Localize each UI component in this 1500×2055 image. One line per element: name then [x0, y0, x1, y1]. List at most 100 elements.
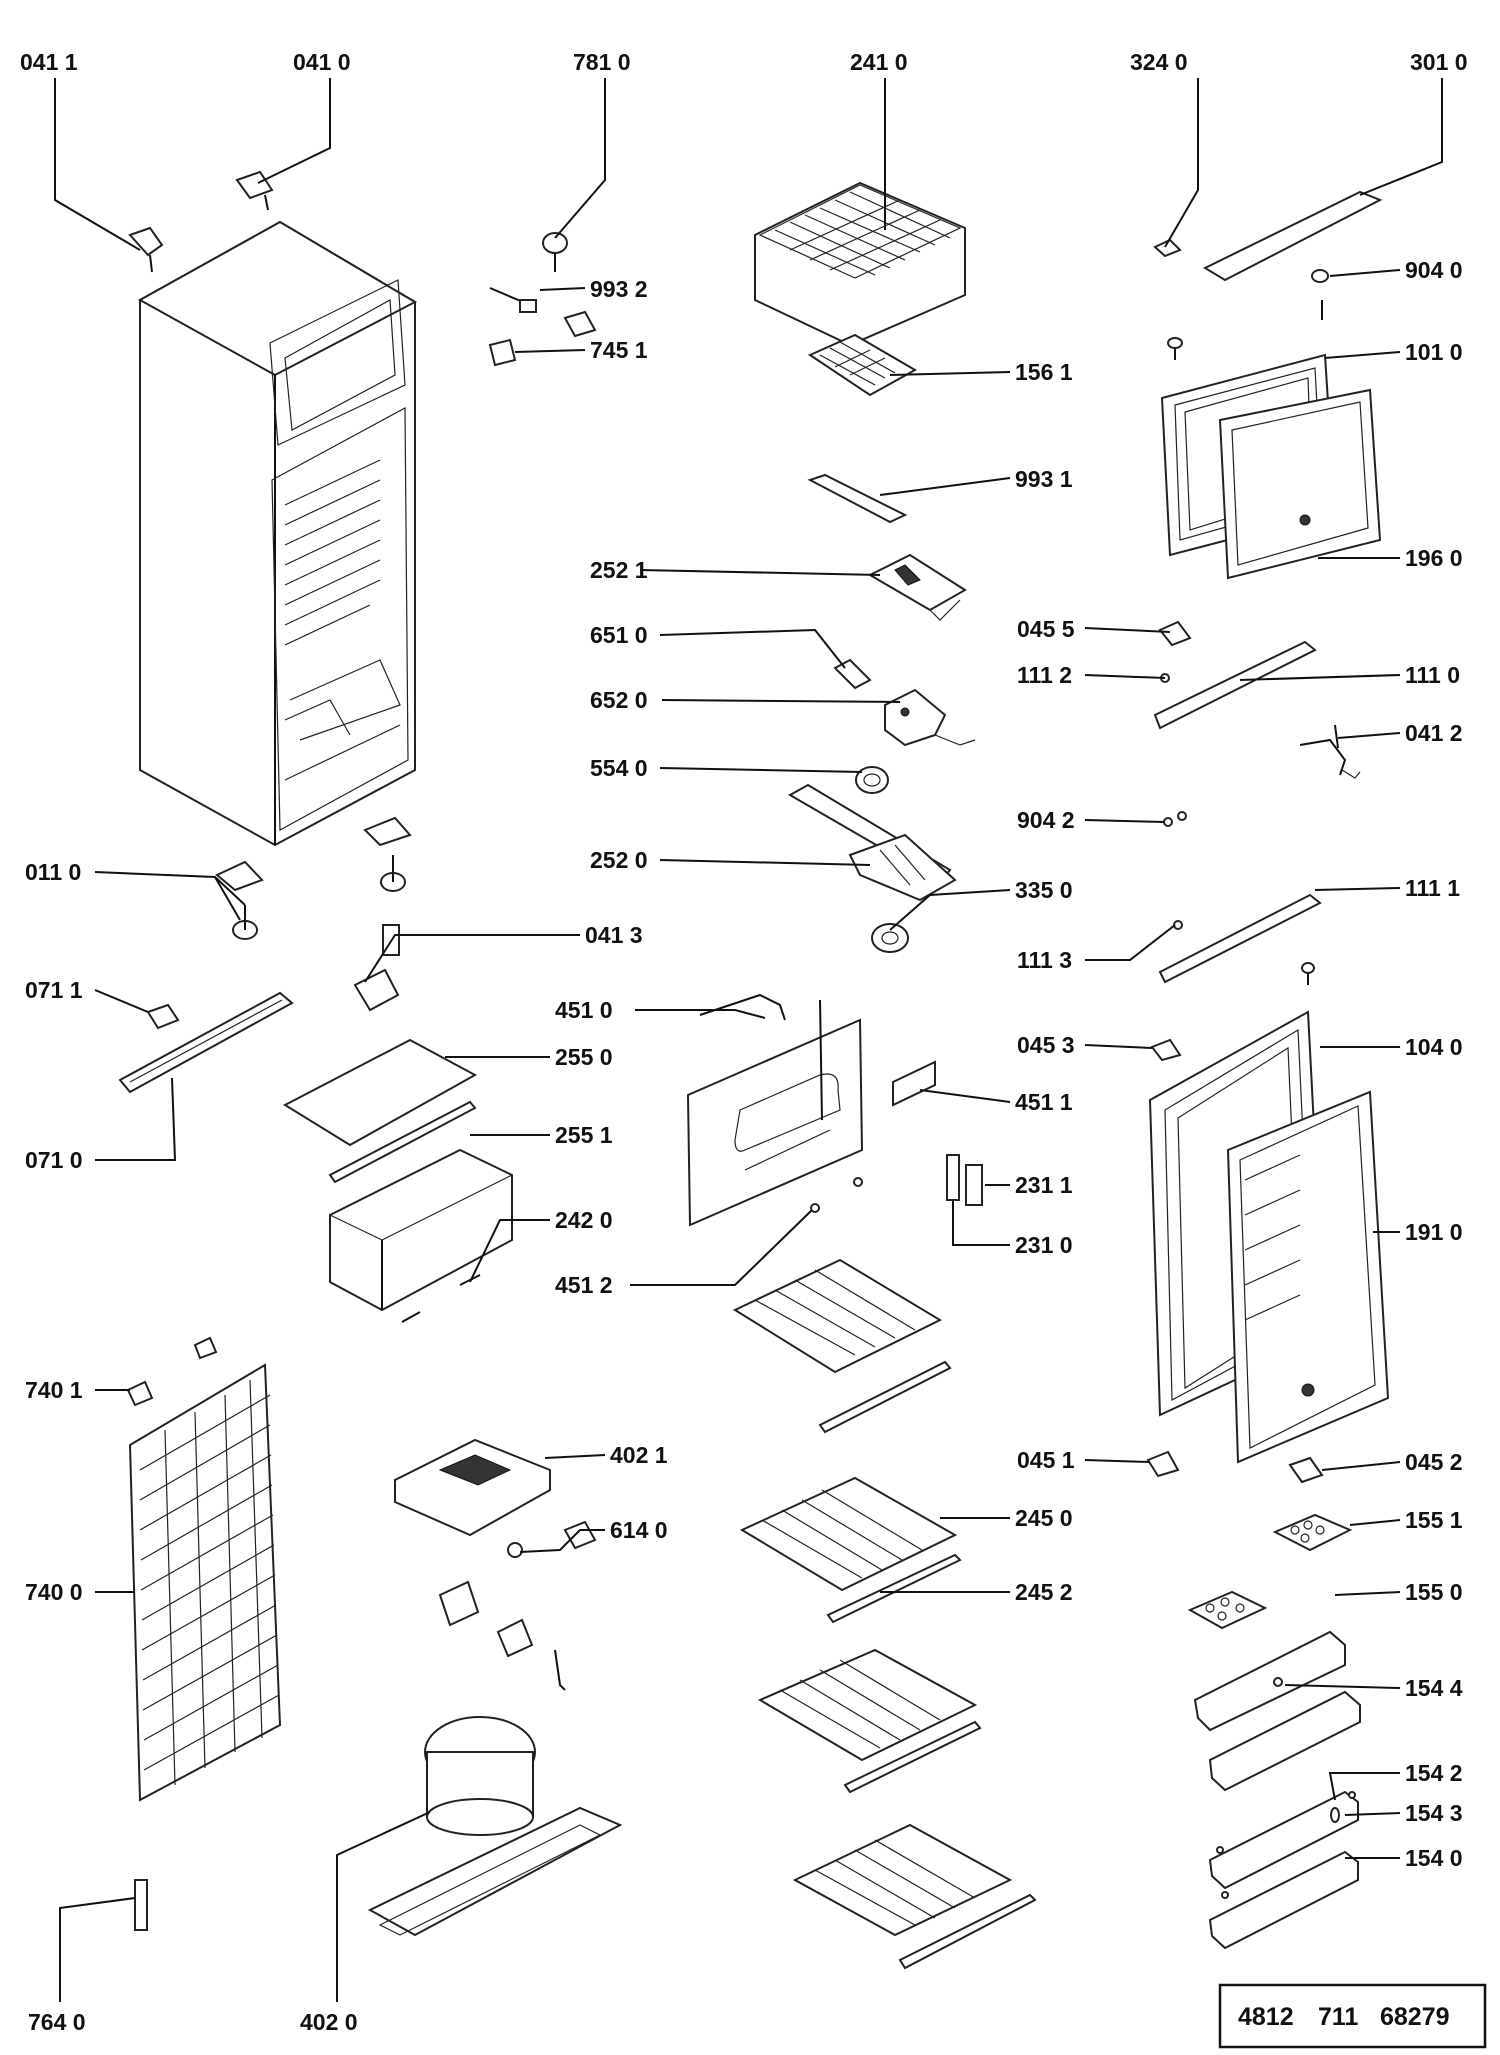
- freezer-door-gasket: [1218, 388, 1382, 580]
- label-045-2: 045 2: [1405, 1449, 1463, 1475]
- hinge-cover-045-3: [1150, 1038, 1182, 1062]
- label-252-0: 252 0: [590, 847, 648, 873]
- egg-tray-b: [1187, 1590, 1268, 1630]
- label-071-1: 071 1: [25, 977, 83, 1003]
- wire-shelf-1: [732, 1258, 952, 1434]
- label-324-0: 324 0: [1130, 49, 1188, 75]
- lamp-holder: [833, 658, 872, 690]
- label-041-1: 041 1: [20, 49, 78, 75]
- label-111-1: 111 1: [1405, 875, 1460, 901]
- label-993-1: 993 1: [1015, 466, 1073, 492]
- label-255-0: 255 0: [555, 1044, 613, 1070]
- control-knob: [871, 923, 909, 953]
- door-shelf-154-2: [1208, 1790, 1359, 1890]
- condenser-coil: [128, 1363, 282, 1802]
- label-255-1: 255 1: [555, 1122, 613, 1148]
- top-hinge-right: [235, 170, 274, 211]
- screws-451-2: [810, 1177, 863, 1213]
- control-housing: [787, 783, 957, 902]
- wire-shelf-2: [739, 1476, 962, 1624]
- leader-lines: [54, 78, 1443, 2002]
- egg-tray-a: [1272, 1513, 1353, 1552]
- label-402-1: 402 1: [610, 1442, 668, 1468]
- grille-clip: [146, 1003, 180, 1030]
- label-111-0: 111 0: [1405, 662, 1460, 688]
- screw-904-2: [1163, 811, 1187, 827]
- hinge-cover-045-5: [1158, 620, 1192, 647]
- condenser-clip: [126, 1336, 218, 1407]
- label-041-0: 041 0: [293, 49, 351, 75]
- evaporator-plate: [686, 993, 864, 1227]
- label-154-2: 154 2: [1405, 1760, 1463, 1786]
- label-301-0: 301 0: [1410, 49, 1468, 75]
- label-154-4: 154 4: [1405, 1675, 1463, 1701]
- label-231-0: 231 0: [1015, 1232, 1073, 1258]
- label-745-1: 745 1: [590, 337, 648, 363]
- label-241-0: 241 0: [850, 49, 908, 75]
- bottom-hinge: [215, 860, 264, 940]
- label-231-1: 231 1: [1015, 1172, 1073, 1198]
- cabinet-illustration: [137, 220, 418, 847]
- door-shelf-155-0b: [1208, 1690, 1361, 1792]
- top-hinge-left: [128, 226, 164, 273]
- shelf-trim: [328, 1100, 477, 1184]
- label-111-3: 111 3: [1017, 947, 1072, 973]
- label-111-2: 111 2: [1017, 662, 1072, 688]
- small-pins-154: [1216, 1677, 1356, 1899]
- freezer-box: [754, 181, 966, 347]
- label-041-2: 041 2: [1405, 720, 1463, 746]
- ice-tray: [807, 333, 918, 397]
- part-labels: 041 1 041 0 781 0 241 0 324 0 301 0 993 …: [20, 49, 1468, 2035]
- bracket-231: [946, 1154, 983, 1206]
- label-904-0: 904 0: [1405, 257, 1463, 283]
- label-652-0: 652 0: [590, 687, 648, 713]
- foot-right: [363, 816, 412, 892]
- label-011-0: 011 0: [25, 859, 81, 885]
- label-402-0: 402 0: [300, 2009, 358, 2035]
- reference-part-b: 711: [1318, 2003, 1358, 2031]
- label-245-0: 245 0: [1015, 1505, 1073, 1531]
- label-764-0: 764 0: [28, 2009, 86, 2035]
- hinge-cover-045-2: [1288, 1456, 1324, 1484]
- label-242-0: 242 0: [555, 1207, 613, 1233]
- label-154-3: 154 3: [1405, 1800, 1463, 1826]
- middle-trim-bar: [1153, 640, 1317, 730]
- door-shelf-155-0: [1193, 1630, 1346, 1732]
- label-041-3: 041 3: [585, 922, 643, 948]
- reference-part-a: 4812: [1238, 2003, 1294, 2031]
- label-245-2: 245 2: [1015, 1579, 1073, 1605]
- label-071-0: 071 0: [25, 1147, 83, 1173]
- lower-trim-bar: [1158, 893, 1322, 984]
- label-191-0: 191 0: [1405, 1219, 1463, 1245]
- hinge-cover-045-1: [1146, 1450, 1180, 1478]
- drip-tray: [394, 1438, 551, 1537]
- pin-lower-top: [1301, 962, 1315, 985]
- label-451-2: 451 2: [555, 1272, 613, 1298]
- label-156-1: 156 1: [1015, 359, 1073, 385]
- reference-part-c: 68279: [1380, 2003, 1450, 2031]
- label-451-1: 451 1: [1015, 1089, 1073, 1115]
- filter-drier: [134, 1879, 148, 1931]
- wire-shelf-4: [792, 1823, 1037, 1970]
- door-pin-top: [1167, 337, 1183, 360]
- reference-number-box: 4812 711 68279: [1218, 1983, 1487, 2049]
- label-740-0: 740 0: [25, 1579, 83, 1605]
- top-trim-bar: [1202, 190, 1383, 282]
- thermostat-sensor: [855, 766, 889, 794]
- label-614-0: 614 0: [610, 1517, 668, 1543]
- fridge-door-gasket: [1226, 1090, 1390, 1464]
- pin-904-0: [1311, 269, 1329, 320]
- small-cap: [1153, 238, 1182, 258]
- screw-111-3: [1173, 920, 1183, 930]
- relay-parts: [438, 1520, 597, 1691]
- thermostat-knob: [542, 232, 568, 272]
- label-104-0: 104 0: [1405, 1034, 1463, 1060]
- middle-hinge: [1299, 724, 1361, 779]
- compressor-base: [367, 1806, 623, 1937]
- crisper-drawer: [329, 1148, 513, 1312]
- thermostat-parts: [488, 287, 597, 367]
- label-740-1: 740 1: [25, 1377, 83, 1403]
- label-993-2: 993 2: [590, 276, 648, 302]
- label-155-0: 155 0: [1405, 1579, 1463, 1605]
- bottom-grille: [118, 991, 294, 1094]
